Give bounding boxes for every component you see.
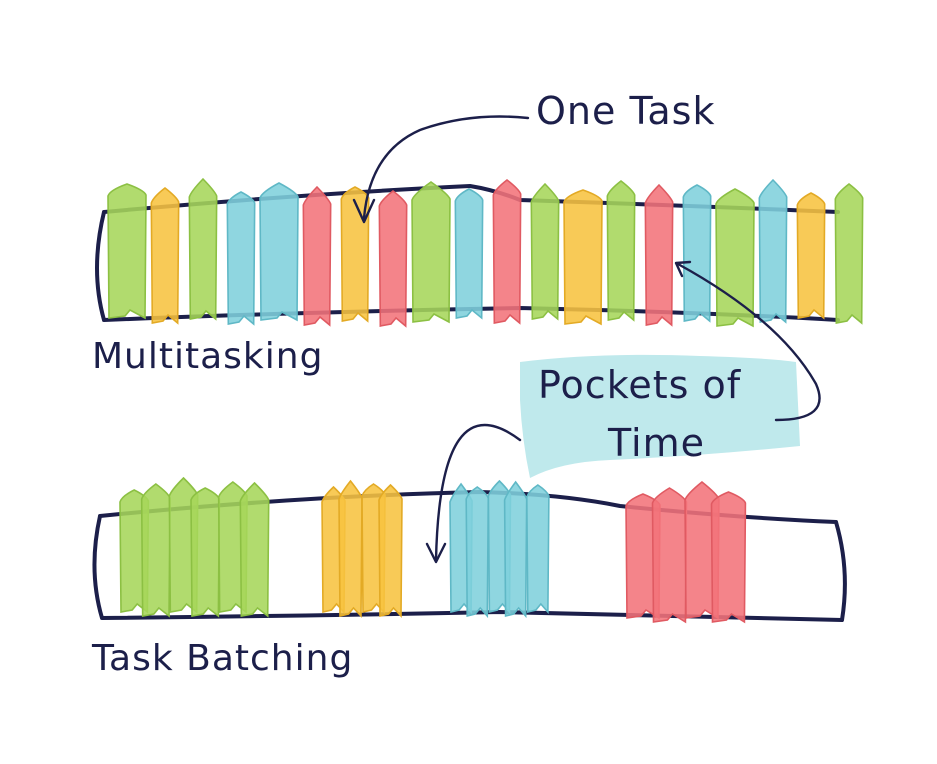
multitasking-task-block (259, 182, 299, 322)
multitasking-task-block (188, 177, 218, 321)
multitasking-task-block (796, 192, 826, 320)
one-task-label: One Task (536, 89, 715, 133)
multitasking-task-block (606, 179, 636, 322)
multitasking-task-block (492, 178, 522, 325)
multitasking-task-block (758, 178, 788, 324)
multitasking-blocks (107, 177, 864, 328)
multitasking-task-block (644, 183, 674, 327)
pockets-of-time-label-line1: Pockets of (538, 363, 742, 407)
multitasking-task-block (150, 186, 180, 325)
pockets-of-time-highlight (520, 354, 800, 478)
multitasking-task-block (107, 183, 147, 320)
batch-task-block-blue (465, 486, 490, 619)
batch-task-block-yellow (338, 479, 363, 619)
multitasking-task-block (682, 184, 712, 323)
batch-task-block-red (651, 487, 688, 624)
pockets-upper-arrowhead (674, 260, 692, 278)
multitasking-task-block (411, 181, 451, 324)
one-task-arrowhead (352, 198, 376, 224)
one-task-arrow (362, 115, 530, 220)
multitasking-task-block (378, 189, 408, 328)
multitasking-task-block (340, 186, 370, 323)
pockets-to-batching-arrow (434, 423, 522, 562)
batch-task-block-blue (503, 480, 528, 619)
multitasking-label: Multitasking (92, 336, 323, 377)
task-batching-label: Task Batching (91, 638, 353, 679)
task-batching-blocks (119, 476, 747, 624)
batch-task-block-green (239, 481, 270, 618)
pockets-lower-arrowhead (425, 542, 447, 564)
pockets-of-time-label-line2: Time (607, 421, 705, 465)
batch-task-block-blue (525, 484, 550, 615)
multitasking-task-block (834, 182, 864, 325)
multitasking-task-block (302, 185, 332, 327)
multitasking-task-block (715, 188, 755, 328)
batch-task-block-green (190, 487, 221, 618)
batch-task-block-yellow (378, 483, 403, 619)
multitasking-task-block (563, 189, 603, 326)
multitasking-task-block (454, 188, 484, 320)
multitasking-task-block (226, 191, 256, 326)
batch-task-block-green (140, 483, 171, 618)
pockets-to-multitasking-arrow (676, 262, 821, 422)
batch-task-block-red (710, 491, 747, 624)
multitasking-task-block (530, 182, 560, 321)
